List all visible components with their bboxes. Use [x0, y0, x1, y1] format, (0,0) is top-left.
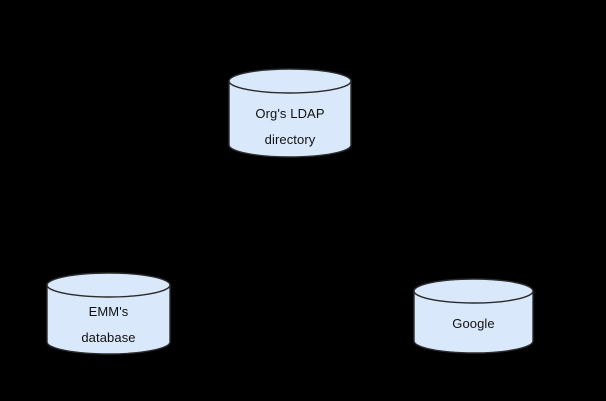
cylinder-google[interactable]: Google — [413, 278, 534, 354]
cylinder-shape-icon — [228, 68, 352, 158]
cylinder-shape-icon — [46, 272, 171, 355]
cylinder-emm-database[interactable]: EMM's database — [46, 272, 171, 355]
cylinder-shape-icon — [413, 278, 534, 354]
cylinder-org-ldap-directory[interactable]: Org's LDAP directory — [228, 68, 352, 158]
